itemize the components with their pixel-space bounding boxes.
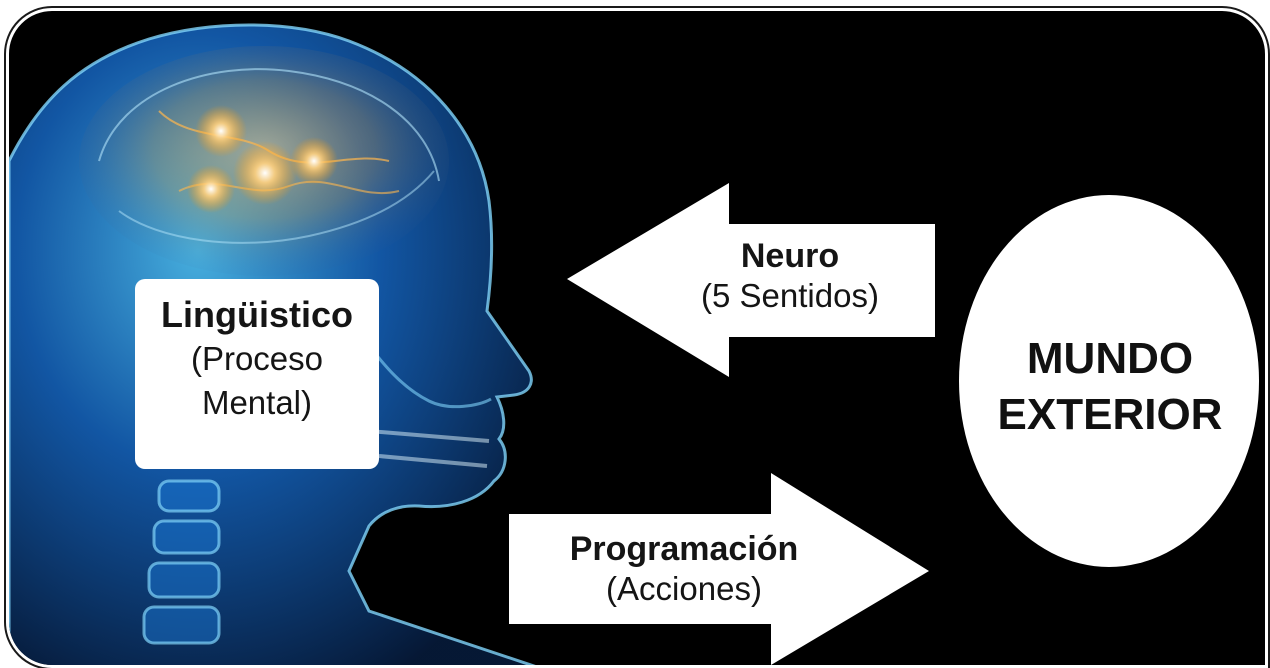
arrow-left-icon xyxy=(567,183,935,377)
world-label: MUNDO EXTERIOR xyxy=(953,331,1265,443)
world-line-1: MUNDO xyxy=(1026,334,1194,383)
programming-title: Programación xyxy=(569,530,799,568)
linguistic-sub-line-1: (Proceso xyxy=(190,340,324,377)
linguistic-title: Lingüistico xyxy=(161,294,353,335)
neuro-title: Neuro xyxy=(740,237,840,275)
world-ellipse xyxy=(959,195,1259,567)
linguistic-sub-line-2: Mental) xyxy=(201,384,313,421)
neuro-sub: (5 Sentidos) xyxy=(701,277,879,314)
programming-sub: (Acciones) xyxy=(606,570,762,607)
diagram-art xyxy=(9,23,1259,665)
linguistic-label-box: Lingüistico (Proceso Mental) xyxy=(135,279,379,469)
neuro-label: Neuro (5 Sentidos) xyxy=(645,236,935,316)
world-line-2: EXTERIOR xyxy=(997,390,1223,439)
programming-label: Programación (Acciones) xyxy=(529,529,839,609)
arrow-right-icon xyxy=(509,473,929,665)
diagram-frame: Lingüistico (Proceso Mental) Neuro (5 Se… xyxy=(4,6,1270,668)
